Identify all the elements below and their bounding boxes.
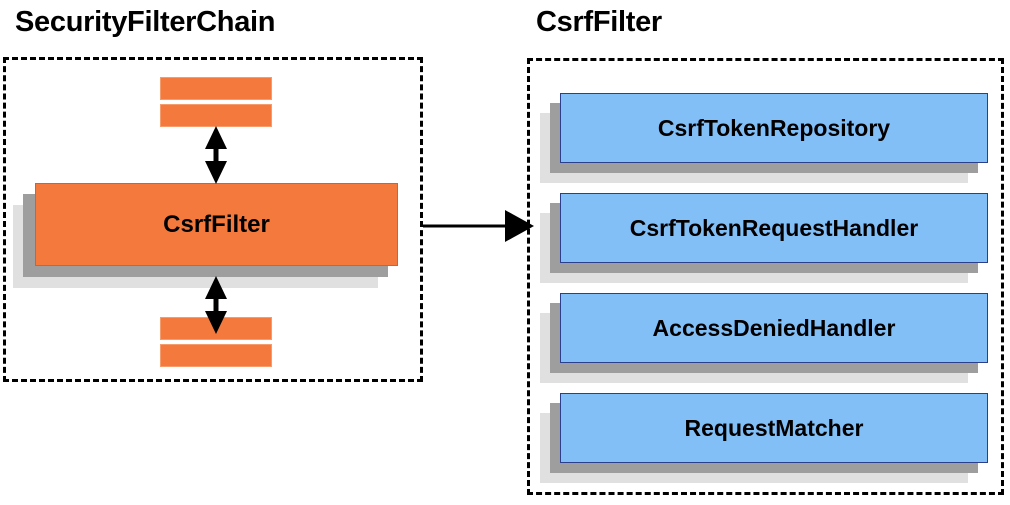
panel-title-security-filter-chain: SecurityFilterChain bbox=[15, 6, 276, 38]
node-access-denied-handler[interactable]: AccessDeniedHandler bbox=[540, 293, 988, 383]
node-request-matcher-label: RequestMatcher bbox=[560, 393, 988, 463]
filter-stub-bottom-2 bbox=[160, 344, 272, 367]
panel-security-filter-chain bbox=[3, 57, 423, 382]
node-csrf-token-repository-label: CsrfTokenRepository bbox=[560, 93, 988, 163]
node-request-matcher[interactable]: RequestMatcher bbox=[540, 393, 988, 483]
node-access-denied-handler-label: AccessDeniedHandler bbox=[560, 293, 988, 363]
filter-stub-bottom-1 bbox=[160, 317, 272, 340]
filter-stub-top-1 bbox=[160, 77, 272, 100]
node-csrf-filter[interactable]: CsrfFilter bbox=[13, 183, 398, 288]
filter-stub-top-2 bbox=[160, 104, 272, 127]
node-csrf-token-repository[interactable]: CsrfTokenRepository bbox=[540, 93, 988, 183]
connector-chain-to-detail-arrow bbox=[423, 210, 534, 242]
node-csrf-filter-label: CsrfFilter bbox=[35, 183, 398, 266]
panel-title-csrf-filter: CsrfFilter bbox=[536, 6, 662, 38]
panel-csrf-filter bbox=[527, 58, 1004, 495]
node-csrf-token-request-handler-label: CsrfTokenRequestHandler bbox=[560, 193, 988, 263]
node-csrf-token-request-handler[interactable]: CsrfTokenRequestHandler bbox=[540, 193, 988, 283]
